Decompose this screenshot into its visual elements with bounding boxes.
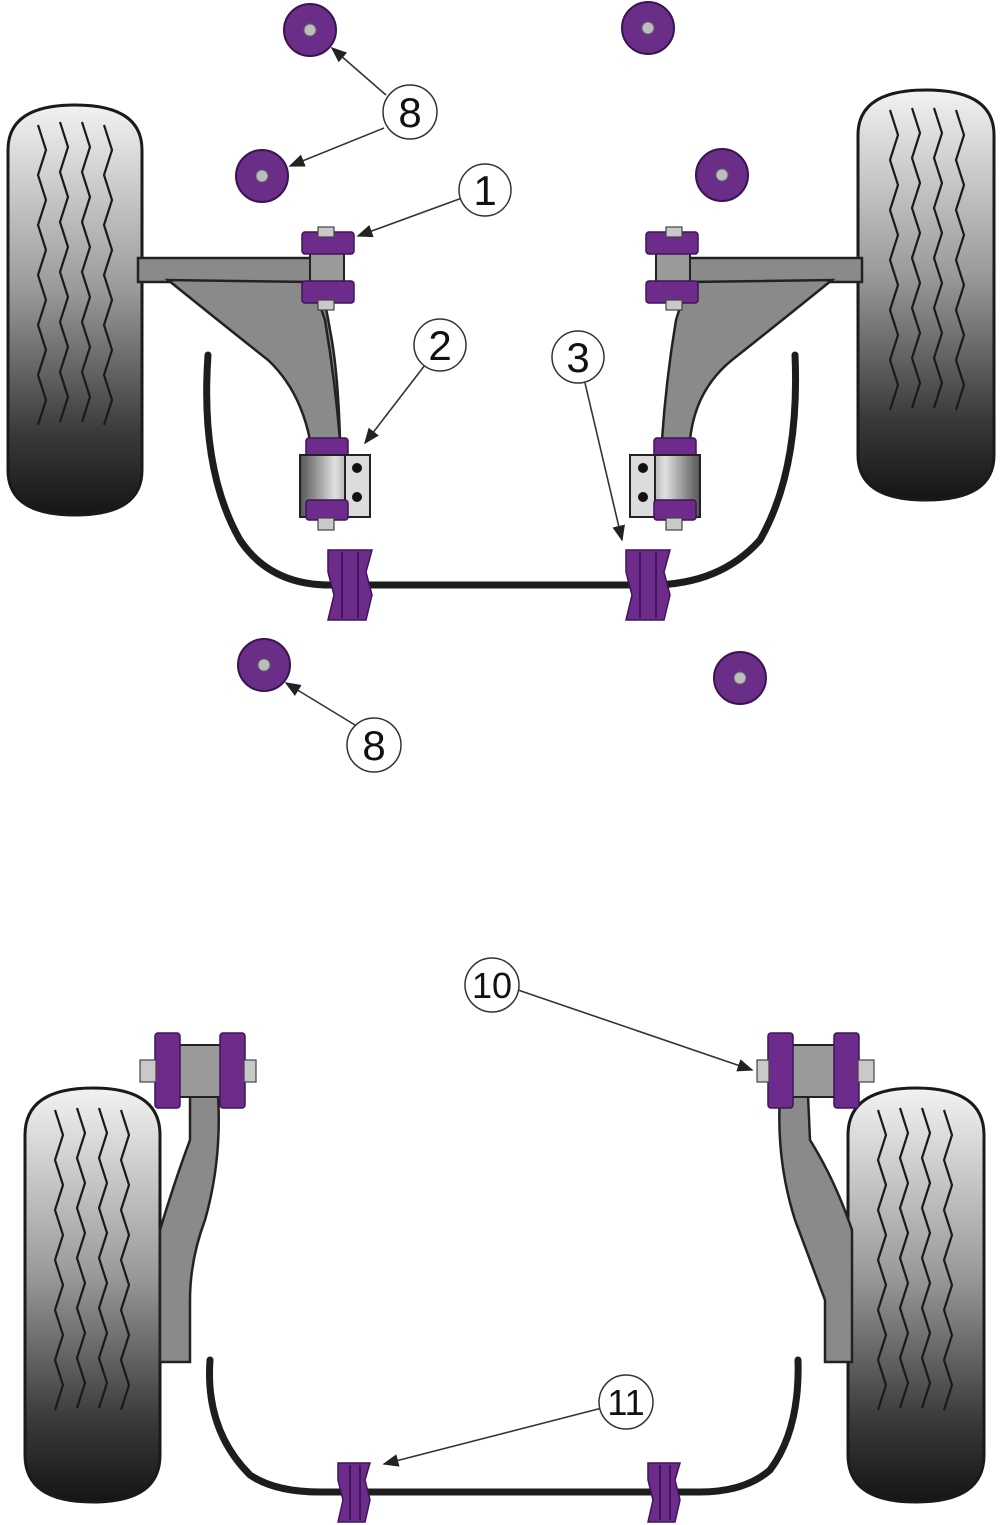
callout-3: 3	[551, 330, 605, 384]
callout-1: 1	[458, 163, 512, 217]
callout-11: 11	[598, 1374, 654, 1430]
callout-8-bottom: 8	[346, 717, 402, 773]
washer-icon	[621, 1, 675, 55]
tyre-icon	[856, 88, 996, 502]
svg-text:8: 8	[398, 89, 421, 136]
bush-icon	[625, 549, 671, 621]
bush-icon	[647, 1462, 682, 1523]
rear-anti-roll-bar	[206, 1356, 802, 1496]
svg-text:11: 11	[607, 1382, 644, 1423]
callout-2: 2	[413, 318, 467, 372]
bush-icon	[645, 226, 699, 311]
bush-icon	[301, 226, 355, 311]
washer-icon	[235, 149, 289, 203]
tyre-icon	[6, 103, 144, 517]
washer-icon	[237, 638, 291, 692]
bush-icon	[337, 1462, 372, 1523]
washer-icon	[283, 3, 337, 57]
bush-icon	[327, 549, 373, 621]
bush-icon	[756, 1032, 875, 1109]
tyre-icon	[23, 1086, 162, 1504]
svg-text:10: 10	[472, 965, 512, 1006]
svg-text:3: 3	[566, 334, 589, 381]
callout-8-top: 8	[382, 84, 438, 140]
svg-text:2: 2	[428, 322, 451, 369]
svg-text:8: 8	[362, 722, 385, 769]
callout-10: 10	[464, 957, 520, 1013]
right-rear-trailing-arm	[778, 1093, 854, 1364]
left-rear-trailing-arm	[158, 1093, 220, 1364]
bush-icon	[139, 1032, 257, 1109]
bush-icon	[629, 437, 701, 531]
bush-icon	[299, 437, 371, 531]
tyre-icon	[846, 1086, 986, 1504]
washer-icon	[695, 148, 749, 202]
washer-icon	[713, 651, 767, 705]
svg-text:1: 1	[473, 167, 496, 214]
